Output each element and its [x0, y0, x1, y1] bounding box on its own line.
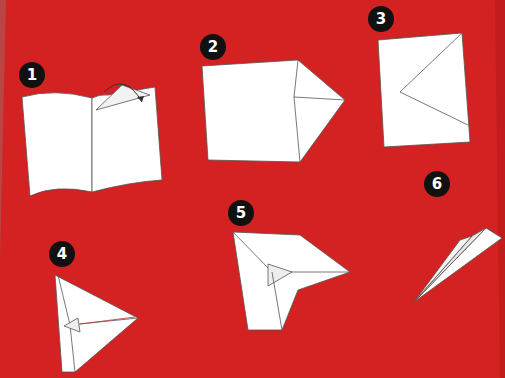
- callout-number: 2: [200, 34, 226, 60]
- callout-circle: [424, 171, 450, 197]
- fold-line: [400, 33, 468, 125]
- small-flap: [64, 318, 80, 332]
- paper-step-5: [233, 232, 350, 330]
- fold-arrow: [104, 84, 142, 102]
- callout-circle: [200, 34, 226, 60]
- callout-number: 1: [19, 62, 45, 88]
- paper-step-2: [202, 60, 345, 162]
- folded-corner: [96, 85, 150, 110]
- callout-number: 5: [228, 200, 254, 226]
- callout-number: 6: [424, 171, 450, 197]
- plane-body: [414, 236, 472, 302]
- callout-circle: [19, 62, 45, 88]
- callout-number: 3: [368, 6, 394, 32]
- fold-line: [294, 60, 345, 100]
- plane-wing: [414, 228, 502, 302]
- fold-line: [70, 325, 75, 372]
- fold-line: [80, 317, 135, 324]
- paper-step-4: [55, 275, 138, 372]
- fold-line: [58, 275, 138, 325]
- callout-number: 4: [49, 241, 75, 267]
- fold-line: [233, 232, 350, 272]
- callout-circle: [228, 200, 254, 226]
- fold-line: [272, 272, 282, 330]
- paper-sheet: [22, 93, 92, 196]
- arrow-head: [137, 96, 144, 102]
- paper-step-3: [378, 33, 470, 147]
- photo-edge: [0, 0, 6, 260]
- small-flap: [268, 264, 292, 286]
- photo-edge: [495, 0, 505, 378]
- callout-circle: [368, 6, 394, 32]
- plane-wing: [414, 228, 486, 302]
- callout-circle: [49, 241, 75, 267]
- paper-sheet: [92, 87, 162, 192]
- fold-line: [294, 97, 300, 162]
